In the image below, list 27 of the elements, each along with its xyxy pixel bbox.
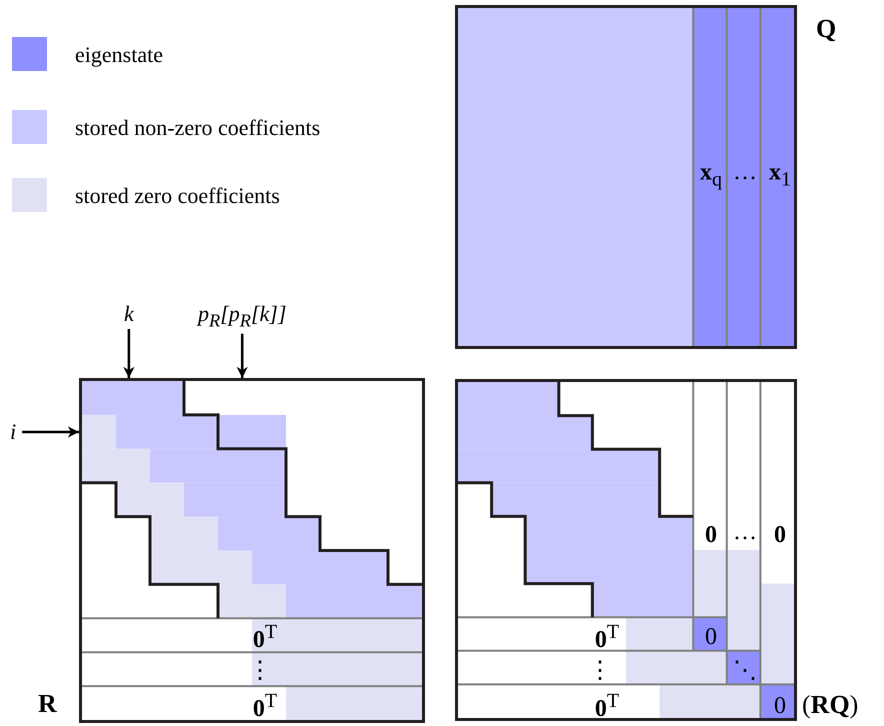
matrix-entry-label: ⋮ (588, 659, 612, 683)
index-label: p$_{R}$[p$_{R}$[k]] (198, 303, 286, 330)
matrix-entry-label: 0$^{T}$ (594, 691, 620, 721)
matrix-entry-label: … (733, 520, 757, 544)
legend-label: eigenstate (75, 44, 163, 66)
matrix-name: R (38, 691, 57, 717)
matrix-name: Q (816, 16, 836, 42)
matrix-entry-label: ⋱ (733, 659, 757, 683)
pointer-arrow (123, 329, 134, 378)
legend-label: stored non-zero coefficients (75, 117, 320, 139)
pointer-arrow (22, 426, 79, 438)
matrix-entry-label: x$_{1}$ (769, 160, 791, 190)
matrix-entry-label: 0 (705, 523, 717, 547)
matrix-entry-label: 0 (774, 694, 786, 718)
legend-label: stored zero coefficients (75, 185, 280, 207)
matrix-entry-label: … (733, 160, 757, 184)
matrix-entry-label: 0$^{T}$ (252, 691, 278, 721)
matrix-entry-label: ⋮ (248, 659, 272, 683)
index-label: k (124, 303, 134, 325)
matrix-entry-label: 0 (774, 523, 786, 547)
index-label: i (10, 421, 16, 443)
matrix-entry-label: 0$^{T}$ (252, 622, 278, 652)
pointer-arrow (236, 334, 248, 378)
matrix-entry-label: x$_{q}$ (700, 160, 722, 190)
matrix-name: (RQ) (802, 692, 858, 718)
matrix-entry-label: 0$^{T}$ (594, 622, 620, 652)
matrix-entry-label: 0 (705, 625, 717, 649)
